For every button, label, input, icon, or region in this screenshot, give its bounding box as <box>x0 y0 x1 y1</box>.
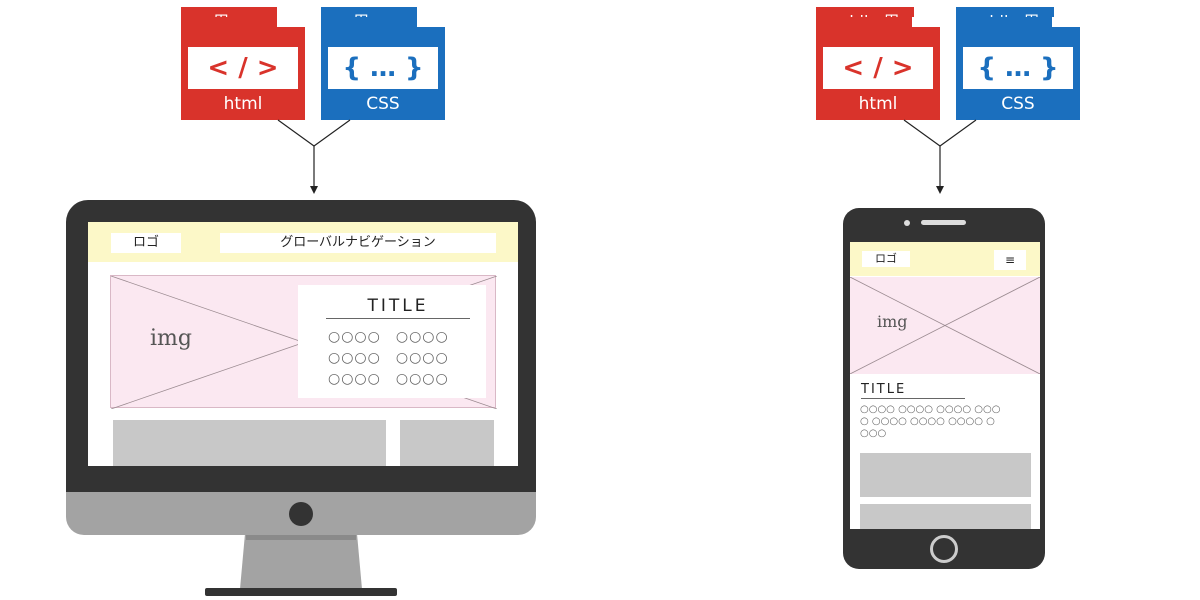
mobile-title-text: ○○○○ ○○○○ ○○○○ ○○○ ○ ○○○○ ○○○○ ○○○○ ○ ○○… <box>860 404 1001 439</box>
pc-screen: ロゴ グローバルナビゲーション img TITLE ○○○○ ○○○○ ○○○○… <box>88 222 518 466</box>
phone-camera <box>904 220 910 226</box>
mobile-title: TITLE <box>861 382 907 397</box>
mobile-css-card-label: CSS <box>1001 94 1035 114</box>
html-code-icon: < / > <box>823 47 933 89</box>
pc-css-file-card: pc 用 { … } CSS <box>321 7 445 120</box>
pc-html-file-card: pc 用 < / > html <box>181 7 305 120</box>
mobile-logo-placeholder: ロゴ <box>862 251 910 267</box>
pc-title-text: ○○○○ ○○○○ ○○○○ ○○○○ ○○○○ ○○○○ <box>328 329 449 387</box>
mobile-html-card-label: html <box>858 94 898 114</box>
mobile-content-block <box>860 453 1031 497</box>
pc-title: TITLE <box>367 296 429 316</box>
pc-css-card-label: CSS <box>366 94 400 114</box>
pc-logo-placeholder: ロゴ <box>111 233 181 253</box>
pc-html-card-label: html <box>223 94 263 114</box>
mobile-img-label: img <box>877 312 908 331</box>
pc-sidebar-block <box>400 420 494 466</box>
phone-home-button <box>930 535 958 563</box>
phone-speaker <box>921 220 966 225</box>
pc-connector-arrow <box>277 119 351 194</box>
css-code-icon: { … } <box>963 47 1073 89</box>
pc-global-nav: グローバルナビゲーション <box>220 233 496 253</box>
mobile-html-file-card: mobile 用 < / > html <box>816 7 940 120</box>
mobile-hero-image <box>850 277 1040 374</box>
monitor-button <box>289 502 313 526</box>
html-code-icon: < / > <box>188 47 298 89</box>
pc-img-label: img <box>150 326 192 351</box>
mobile-css-file-card: mobile 用 { … } CSS <box>956 7 1080 120</box>
mobile-screen: ロゴ ≡ img TITLE ○○○○ ○○○○ ○○○○ ○○○ ○ ○○○○… <box>850 242 1040 529</box>
monitor-base <box>205 588 397 596</box>
hamburger-menu-icon: ≡ <box>994 250 1026 270</box>
pc-main-content-block <box>113 420 386 466</box>
css-code-icon: { … } <box>328 47 438 89</box>
mobile-connector-arrow <box>903 119 977 194</box>
pc-title-box <box>298 285 486 398</box>
mobile-content-block <box>860 504 1031 529</box>
monitor-stand <box>240 535 362 589</box>
